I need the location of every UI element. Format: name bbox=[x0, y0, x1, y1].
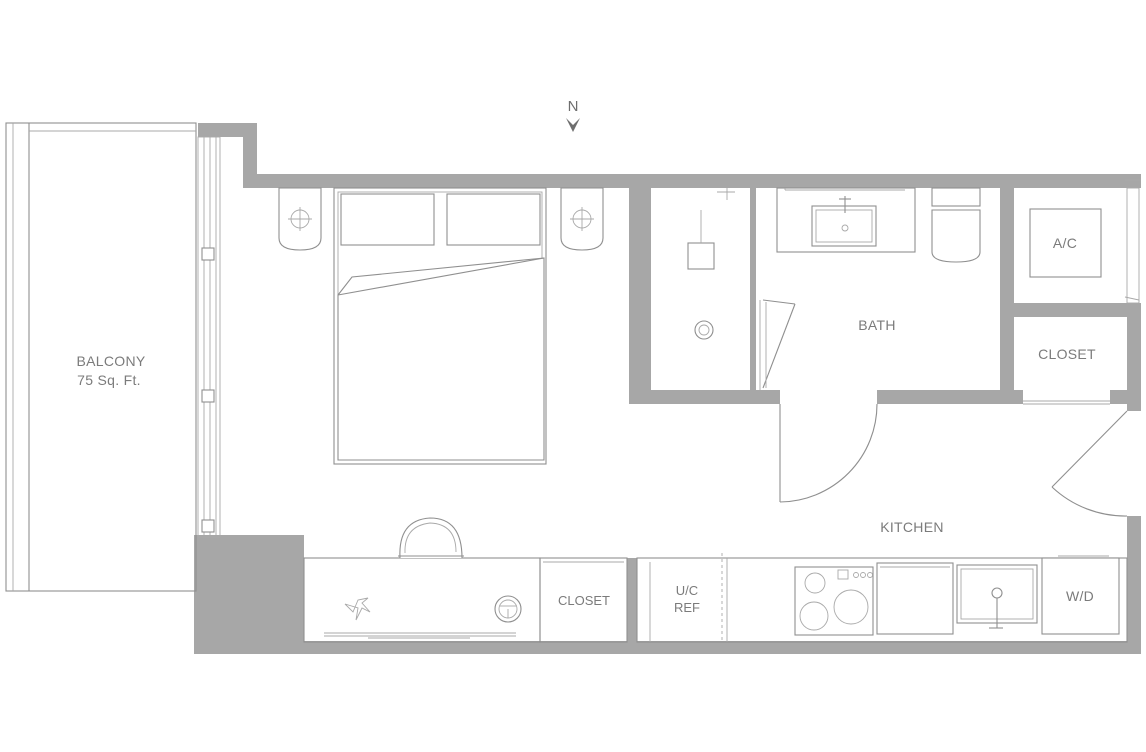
bath-door bbox=[779, 403, 878, 503]
wheel-icon bbox=[494, 595, 522, 623]
bed bbox=[333, 187, 547, 465]
room-labels: BALCONY 75 Sq. Ft. BATH A/C CLOSET KITCH… bbox=[76, 235, 1096, 615]
north-label: N bbox=[568, 98, 579, 115]
plant-icon bbox=[344, 597, 371, 621]
bath-label: BATH bbox=[858, 317, 896, 333]
nightstand-left bbox=[278, 187, 322, 251]
sliding-door bbox=[197, 136, 221, 538]
desk-closet bbox=[539, 557, 628, 643]
ac-unit bbox=[1029, 179, 1141, 304]
entry-closet-label: CLOSET bbox=[1038, 346, 1096, 362]
nightstand-right bbox=[560, 187, 604, 251]
entry-door bbox=[1051, 410, 1128, 517]
vanity-sink bbox=[776, 187, 916, 253]
desk-closet-label: CLOSET bbox=[558, 593, 610, 608]
balcony-label: BALCONY bbox=[76, 353, 145, 369]
dishwasher bbox=[876, 562, 954, 635]
washer-dryer bbox=[1041, 555, 1120, 635]
balcony bbox=[5, 122, 197, 592]
fridge-label-line1: U/C bbox=[676, 583, 698, 598]
north-arrow: N bbox=[566, 98, 580, 132]
desk bbox=[303, 557, 541, 643]
walls bbox=[194, 123, 1141, 654]
shower bbox=[687, 188, 796, 390]
balcony-area: 75 Sq. Ft. bbox=[77, 372, 141, 388]
ac-label: A/C bbox=[1053, 235, 1077, 251]
kitchen-counter bbox=[636, 553, 1128, 643]
toilet bbox=[931, 187, 981, 263]
north-arrow-icon bbox=[566, 118, 580, 132]
kitchen-label: KITCHEN bbox=[880, 519, 944, 535]
cooktop bbox=[794, 566, 874, 636]
desk-chair bbox=[398, 517, 464, 559]
fridge-label-line2: REF bbox=[674, 600, 700, 615]
closet-opening bbox=[1023, 400, 1110, 405]
washer-dryer-label: W/D bbox=[1066, 588, 1094, 604]
kitchen-sink bbox=[956, 564, 1038, 629]
